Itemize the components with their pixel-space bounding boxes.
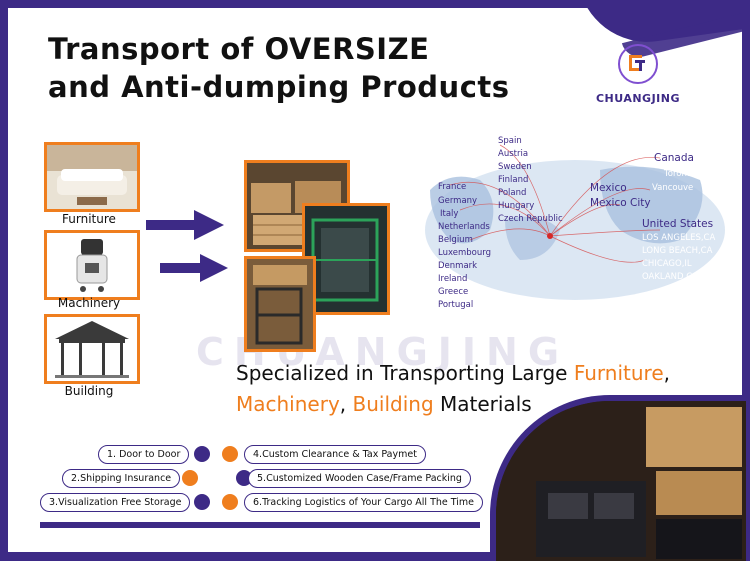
map-label-usa-city: OAKLAND,CA (642, 272, 699, 282)
building-photo (44, 314, 140, 384)
map-label-europe: Hungary (498, 201, 535, 211)
map-label-europe-west: Portugal (438, 300, 474, 310)
brand-logo: CHUANGJING (578, 44, 698, 114)
tagline-machinery: Machinery (236, 392, 340, 416)
page-title: Transport of OVERSIZE and Anti-dumping P… (48, 30, 510, 106)
service-item-3: 3.Visualization Free Storage (40, 493, 191, 512)
map-label-europe-west: Germany (438, 196, 478, 206)
packed-crates-photo (490, 395, 746, 561)
furniture-photo (44, 142, 140, 212)
frame-crate-photo (244, 256, 316, 352)
title-line-2: and Anti-dumping Products (48, 70, 510, 104)
map-label-europe: Spain (498, 136, 522, 146)
map-label-europe: Austria (498, 149, 529, 159)
logo-mark-icon (618, 44, 658, 84)
service-item-2: 2.Shipping Insurance (62, 469, 181, 488)
tagline-comma: , (663, 361, 670, 385)
world-map-graphic (425, 144, 725, 300)
tagline-comma: , (339, 392, 353, 416)
category-label-furniture: Furniture (62, 212, 116, 226)
title-line-1: Transport of OVERSIZE (48, 32, 430, 66)
world-route-map: Spain Austria Sweden Finland Poland Hung… (410, 130, 730, 320)
map-label-europe-west: Belgium (438, 235, 473, 245)
arrow-right-icon (160, 254, 228, 282)
map-label-europe-west: Luxembourg (438, 248, 491, 258)
map-label-europe-west: Greece (438, 287, 469, 297)
service-bullet (182, 470, 198, 486)
map-label-usa-city: LOS ANGELES,CA (642, 233, 716, 243)
service-bullet (222, 446, 238, 462)
tagline: Specialized in Transporting Large Furnit… (236, 358, 670, 420)
tagline-furniture: Furniture (573, 361, 664, 385)
tagline-text: Specialized in Transporting Large (236, 361, 574, 385)
map-label-canada: Canada (654, 152, 694, 164)
service-item-4: 4.Custom Clearance & Tax Paymet (244, 445, 426, 464)
map-label-europe-west: Italy (440, 209, 459, 219)
map-label-mexico: Mexico (590, 182, 627, 194)
logo-wordmark: CHUANGJING (595, 92, 681, 105)
tagline-building: Building (352, 392, 434, 416)
map-label-usa-city: CHICAGO,IL (642, 259, 692, 269)
map-label-europe-west: Denmark (438, 261, 478, 271)
service-bullet (194, 446, 210, 462)
map-label-europe-west: Netherlands (438, 222, 490, 232)
map-label-canada-city: Vancouve (652, 183, 694, 193)
map-label-canada-city: Toronto (664, 169, 696, 179)
machinery-photo (44, 230, 140, 300)
map-label-usa-city: LONG BEACH,CA (642, 246, 713, 256)
tagline-text: Materials (433, 392, 532, 416)
map-label-usa: United States (642, 218, 714, 230)
bottom-bar (40, 522, 480, 528)
map-label-europe: Czech Republic (498, 214, 563, 224)
map-label-mexico-city: Mexico City (590, 197, 651, 209)
service-bullet (194, 494, 210, 510)
service-item-1: 1. Door to Door (98, 445, 190, 464)
map-label-europe: Poland (498, 188, 527, 198)
service-bullet (222, 494, 238, 510)
category-label-building: Building (64, 384, 114, 398)
service-item-6: 6.Tracking Logistics of Your Cargo All T… (244, 493, 484, 512)
map-label-europe-west: Ireland (438, 274, 468, 284)
arrow-right-icon (146, 210, 224, 240)
map-label-europe-west: France (438, 182, 467, 192)
category-label-machinery: Machinery (57, 296, 121, 310)
map-label-europe: Finland (498, 175, 529, 185)
machine-crate-photo (302, 203, 390, 315)
map-label-europe: Sweden (498, 162, 532, 172)
service-item-5: 5.Customized Wooden Case/Frame Packing (248, 469, 471, 488)
